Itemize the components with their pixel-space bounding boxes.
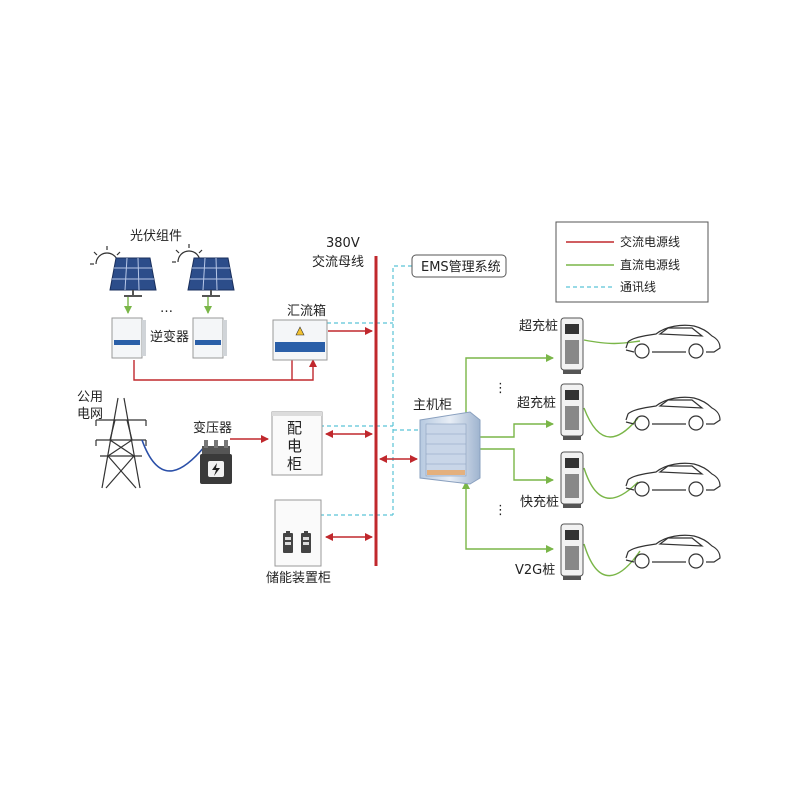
solar-panel-icon [187,257,235,297]
warning-icon [295,326,305,336]
public-grid-label-2: 电网 [77,407,103,422]
combiner-box [272,319,328,361]
legend-dc-label: 直流电源线 [620,258,680,272]
ems-box: EMS管理系统 [411,254,507,278]
legend-ac-label: 交流电源线 [620,234,680,249]
lightning-icon [212,463,220,476]
inverter-label: 逆变器 [150,329,189,345]
distribution-cabinet-label-1: 配 [287,419,302,437]
super-charger-2 [560,383,584,440]
electric-car-icon [625,534,721,569]
fast-charger-label: 快充桩 [520,494,559,510]
grid-cable [141,439,206,472]
main-cabinet-label: 主机柜 [413,398,452,413]
pv-ellipsis: … [160,301,173,316]
comm-lines [320,265,418,516]
ac-lines [133,327,418,541]
legend: 交流电源线 直流电源线 通讯线 [555,221,709,303]
bus-voltage-label: 380V [326,236,360,251]
electric-car-icon [625,396,721,431]
pv-module-1 [90,246,157,297]
charger-ellipsis-1: ⋮ [494,381,507,396]
transformer-icon [200,440,232,484]
bus-name-label: 交流母线 [312,254,364,270]
distribution-cabinet-label-3: 柜 [287,455,302,473]
legend-comm-label: 通讯线 [620,280,656,294]
battery-icon [301,531,311,553]
inverter-2 [192,317,227,359]
inverter-1 [111,317,146,359]
storage-cabinet-label: 储能装置柜 [266,571,331,586]
battery-icon [283,531,293,553]
pv-module-2 [172,244,235,297]
distribution-cabinet [271,411,323,476]
super-charger-2-label: 超充桩 [517,395,556,411]
ems-label: EMS管理系统 [421,260,501,275]
public-grid-label-1: 公用 [77,390,103,405]
dc-lines [124,296,641,577]
distribution-cabinet-label-2: 电 [287,437,302,455]
storage-cabinet [274,499,322,567]
electric-car-icon [625,324,721,359]
solar-panel-icon [109,257,157,297]
super-charger-1-label: 超充桩 [519,318,558,334]
pv-modules-label: 光伏组件 [130,229,182,244]
legend-box [555,221,709,303]
super-charger-1 [560,317,584,374]
fast-charger [560,451,584,508]
combiner-box-label: 汇流箱 [287,303,326,319]
transformer-label: 变压器 [193,420,232,436]
v2g-charger-label: V2G桩 [515,563,555,578]
main-cabinet [419,411,481,485]
v2g-charger [560,523,584,580]
electric-car-icon [625,462,721,497]
charger-ellipsis-2: ⋮ [494,503,507,518]
transmission-tower-icon [95,397,147,489]
